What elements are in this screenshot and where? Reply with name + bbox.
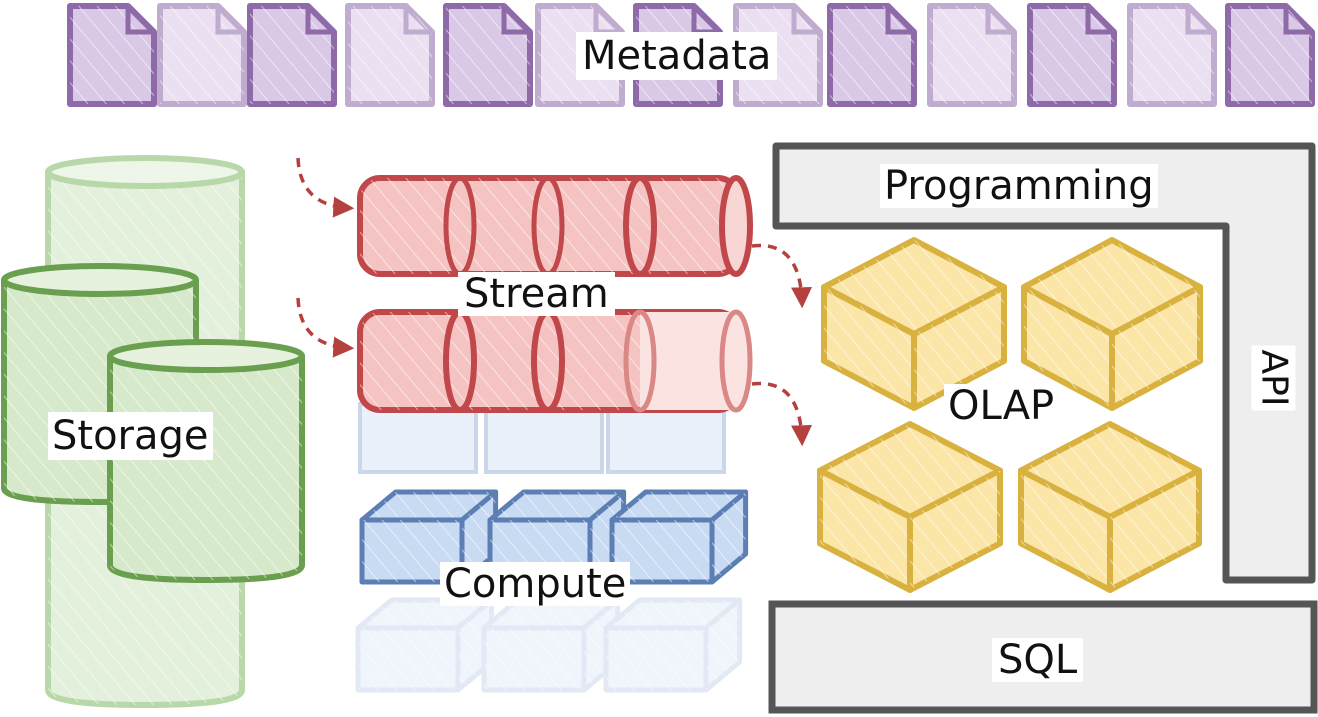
document-icon (827, 3, 917, 107)
document-icon (67, 3, 157, 107)
cube-icon (606, 402, 726, 474)
api-label: API (1251, 345, 1296, 411)
cube-icon (484, 402, 604, 474)
arrow-icon (751, 243, 813, 309)
cube-icon (355, 597, 495, 693)
cylinder-icon (107, 339, 305, 584)
metadata-label: Metadata (576, 32, 778, 80)
document-icon (443, 3, 533, 107)
cube-icon (817, 421, 1003, 593)
cube-icon (821, 237, 1007, 411)
document-icon (157, 3, 247, 107)
cube-icon (609, 489, 749, 585)
document-icon (345, 3, 435, 107)
arrow-icon (751, 381, 813, 447)
cube-icon (1021, 237, 1203, 411)
compute-group (355, 489, 749, 693)
document-icon (927, 3, 1017, 107)
compute-cubes-faded-top (358, 402, 726, 474)
olap-cubes (817, 237, 1203, 593)
document-icon (1225, 3, 1315, 107)
document-icon (1027, 3, 1117, 107)
compute-label: Compute (440, 562, 631, 606)
cube-icon (1018, 421, 1202, 593)
cube-icon (358, 402, 478, 474)
cube-icon (481, 597, 621, 693)
document-icon (1127, 3, 1217, 107)
arrow-icon (296, 297, 355, 358)
metadata-documents (67, 3, 1315, 107)
stream-label: Stream (458, 272, 615, 316)
stream-group (296, 157, 813, 447)
pipe-icon (357, 175, 753, 277)
cube-icon (359, 489, 499, 585)
document-icon (247, 3, 337, 107)
programming-label: Programming (880, 164, 1158, 208)
pipe-icon (357, 309, 753, 413)
arrow-icon (296, 157, 355, 218)
cube-icon (603, 597, 743, 693)
storage-label: Storage (48, 412, 213, 460)
sql-label: SQL (992, 638, 1084, 682)
olap-label: OLAP (944, 384, 1059, 428)
